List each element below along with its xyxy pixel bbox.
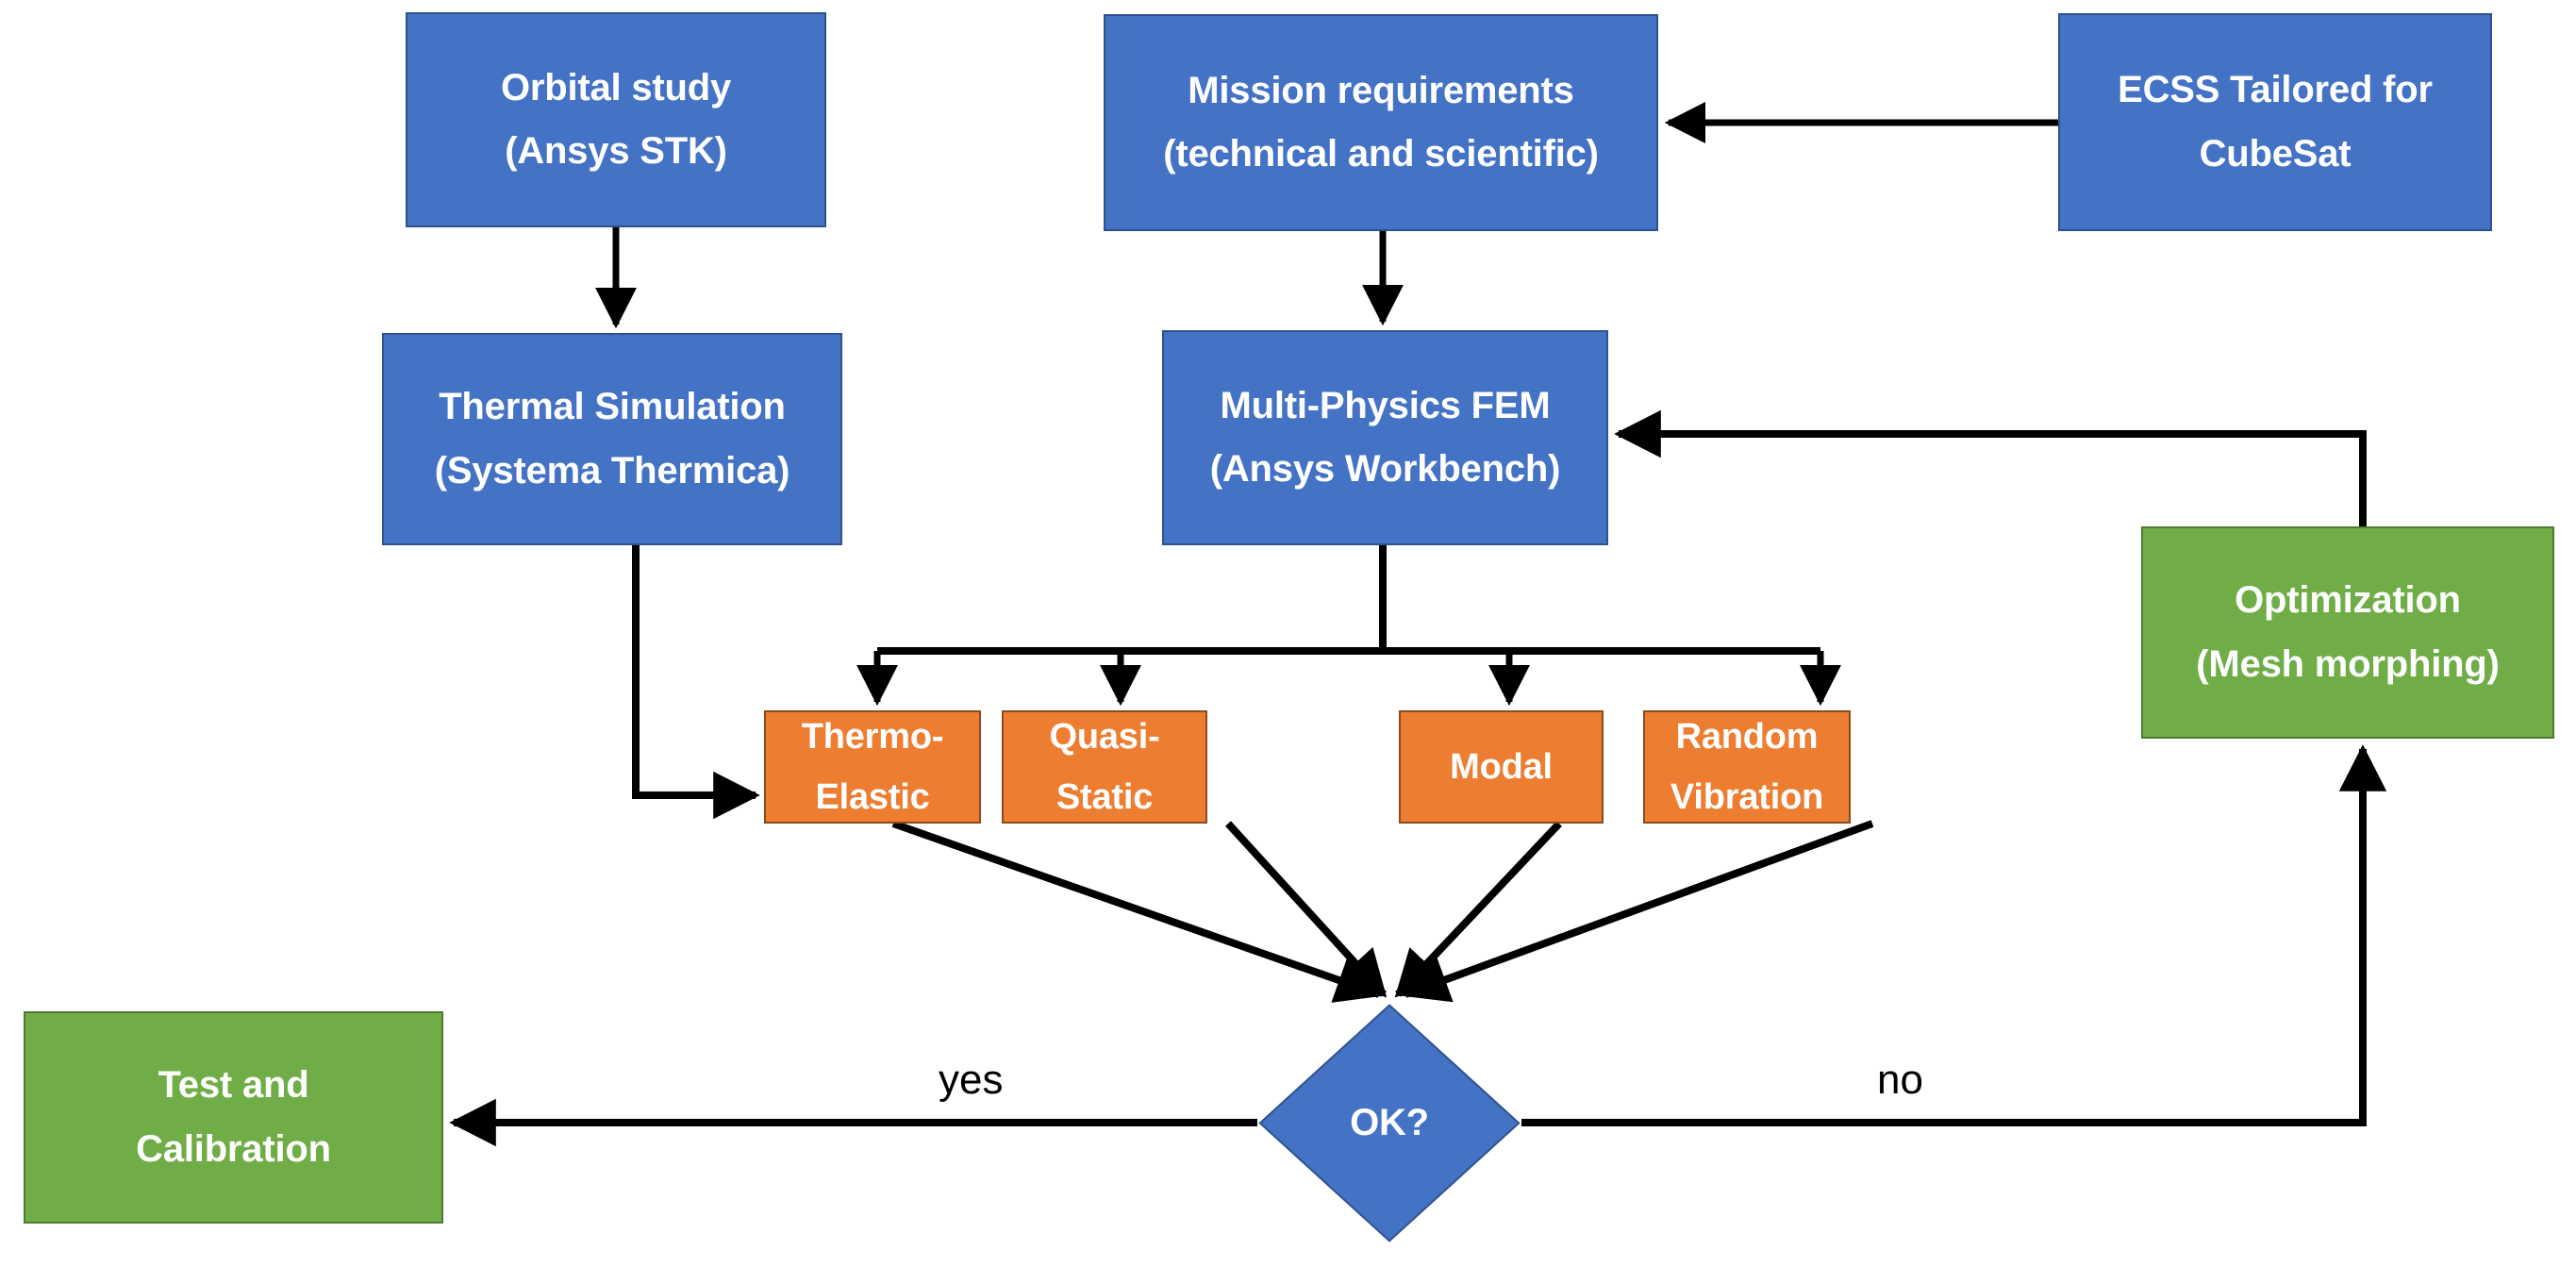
node-line: (Ansys STK) [505, 130, 727, 172]
node-line: Elastic [815, 776, 930, 817]
edge-fem-bus [877, 545, 1820, 655]
node-optimization[interactable]: Optimization (Mesh morphing) [2141, 526, 2554, 739]
node-line: ECSS Tailored for [2118, 69, 2433, 111]
edge-thermal-to-thermo-elastic [632, 545, 760, 820]
edge-label-no: no [1877, 1057, 1923, 1103]
node-random-vibration[interactable]: Random Vibration [1643, 710, 1851, 824]
node-line: OK? [1350, 1102, 1429, 1143]
edge-quasi-static-to-ok [1225, 821, 1388, 998]
node-test-and-calibration[interactable]: Test and Calibration [24, 1011, 443, 1224]
edge-optimization-to-fem [1614, 409, 2367, 526]
node-line: (Systema Thermica) [434, 449, 790, 491]
edge-label-yes: yes [939, 1057, 1004, 1103]
node-line: Random [1675, 716, 1819, 757]
node-ok-decision[interactable]: OK? [1257, 1003, 1521, 1243]
edge-thermo-elastic-to-ok [891, 820, 1384, 1003]
node-line: Multi-Physics FEM [1220, 384, 1551, 426]
node-line: (Ansys Workbench) [1209, 448, 1561, 490]
edge-modal-to-ok [1394, 821, 1562, 998]
node-modal[interactable]: Modal [1399, 710, 1604, 824]
node-line: (technical and scientific) [1163, 133, 1599, 175]
node-line: Optimization [2235, 579, 2461, 622]
node-line: Thermo- [801, 716, 944, 757]
node-line: Quasi- [1049, 716, 1160, 757]
node-line: (Mesh morphing) [2196, 642, 2500, 685]
node-line: Vibration [1670, 776, 1824, 817]
node-line: Test and [158, 1064, 309, 1107]
diamond-shape [1257, 1003, 1521, 1243]
node-line: Modal [1450, 746, 1553, 787]
node-ecss-tailored-for-cubesat[interactable]: ECSS Tailored for CubeSat [2058, 13, 2492, 231]
node-line: Mission requirements [1188, 69, 1574, 111]
node-line: Static [1055, 776, 1154, 817]
node-line: Thermal Simulation [439, 386, 786, 428]
node-line: Calibration [136, 1127, 331, 1170]
edge-random-vibration-to-ok [1401, 820, 1874, 1003]
node-mission-requirements[interactable]: Mission requirements (technical and scie… [1104, 14, 1658, 231]
node-quasi-static[interactable]: Quasi- Static [1002, 710, 1207, 824]
node-multi-physics-fem[interactable]: Multi-Physics FEM (Ansys Workbench) [1162, 330, 1608, 545]
node-line: Orbital study [500, 66, 732, 108]
node-orbital-study[interactable]: Orbital study (Ansys STK) [406, 12, 826, 227]
node-thermo-elastic[interactable]: Thermo- Elastic [764, 710, 981, 824]
node-thermal-simulation[interactable]: Thermal Simulation (Systema Thermica) [382, 333, 842, 545]
node-line: CubeSat [2199, 132, 2352, 175]
